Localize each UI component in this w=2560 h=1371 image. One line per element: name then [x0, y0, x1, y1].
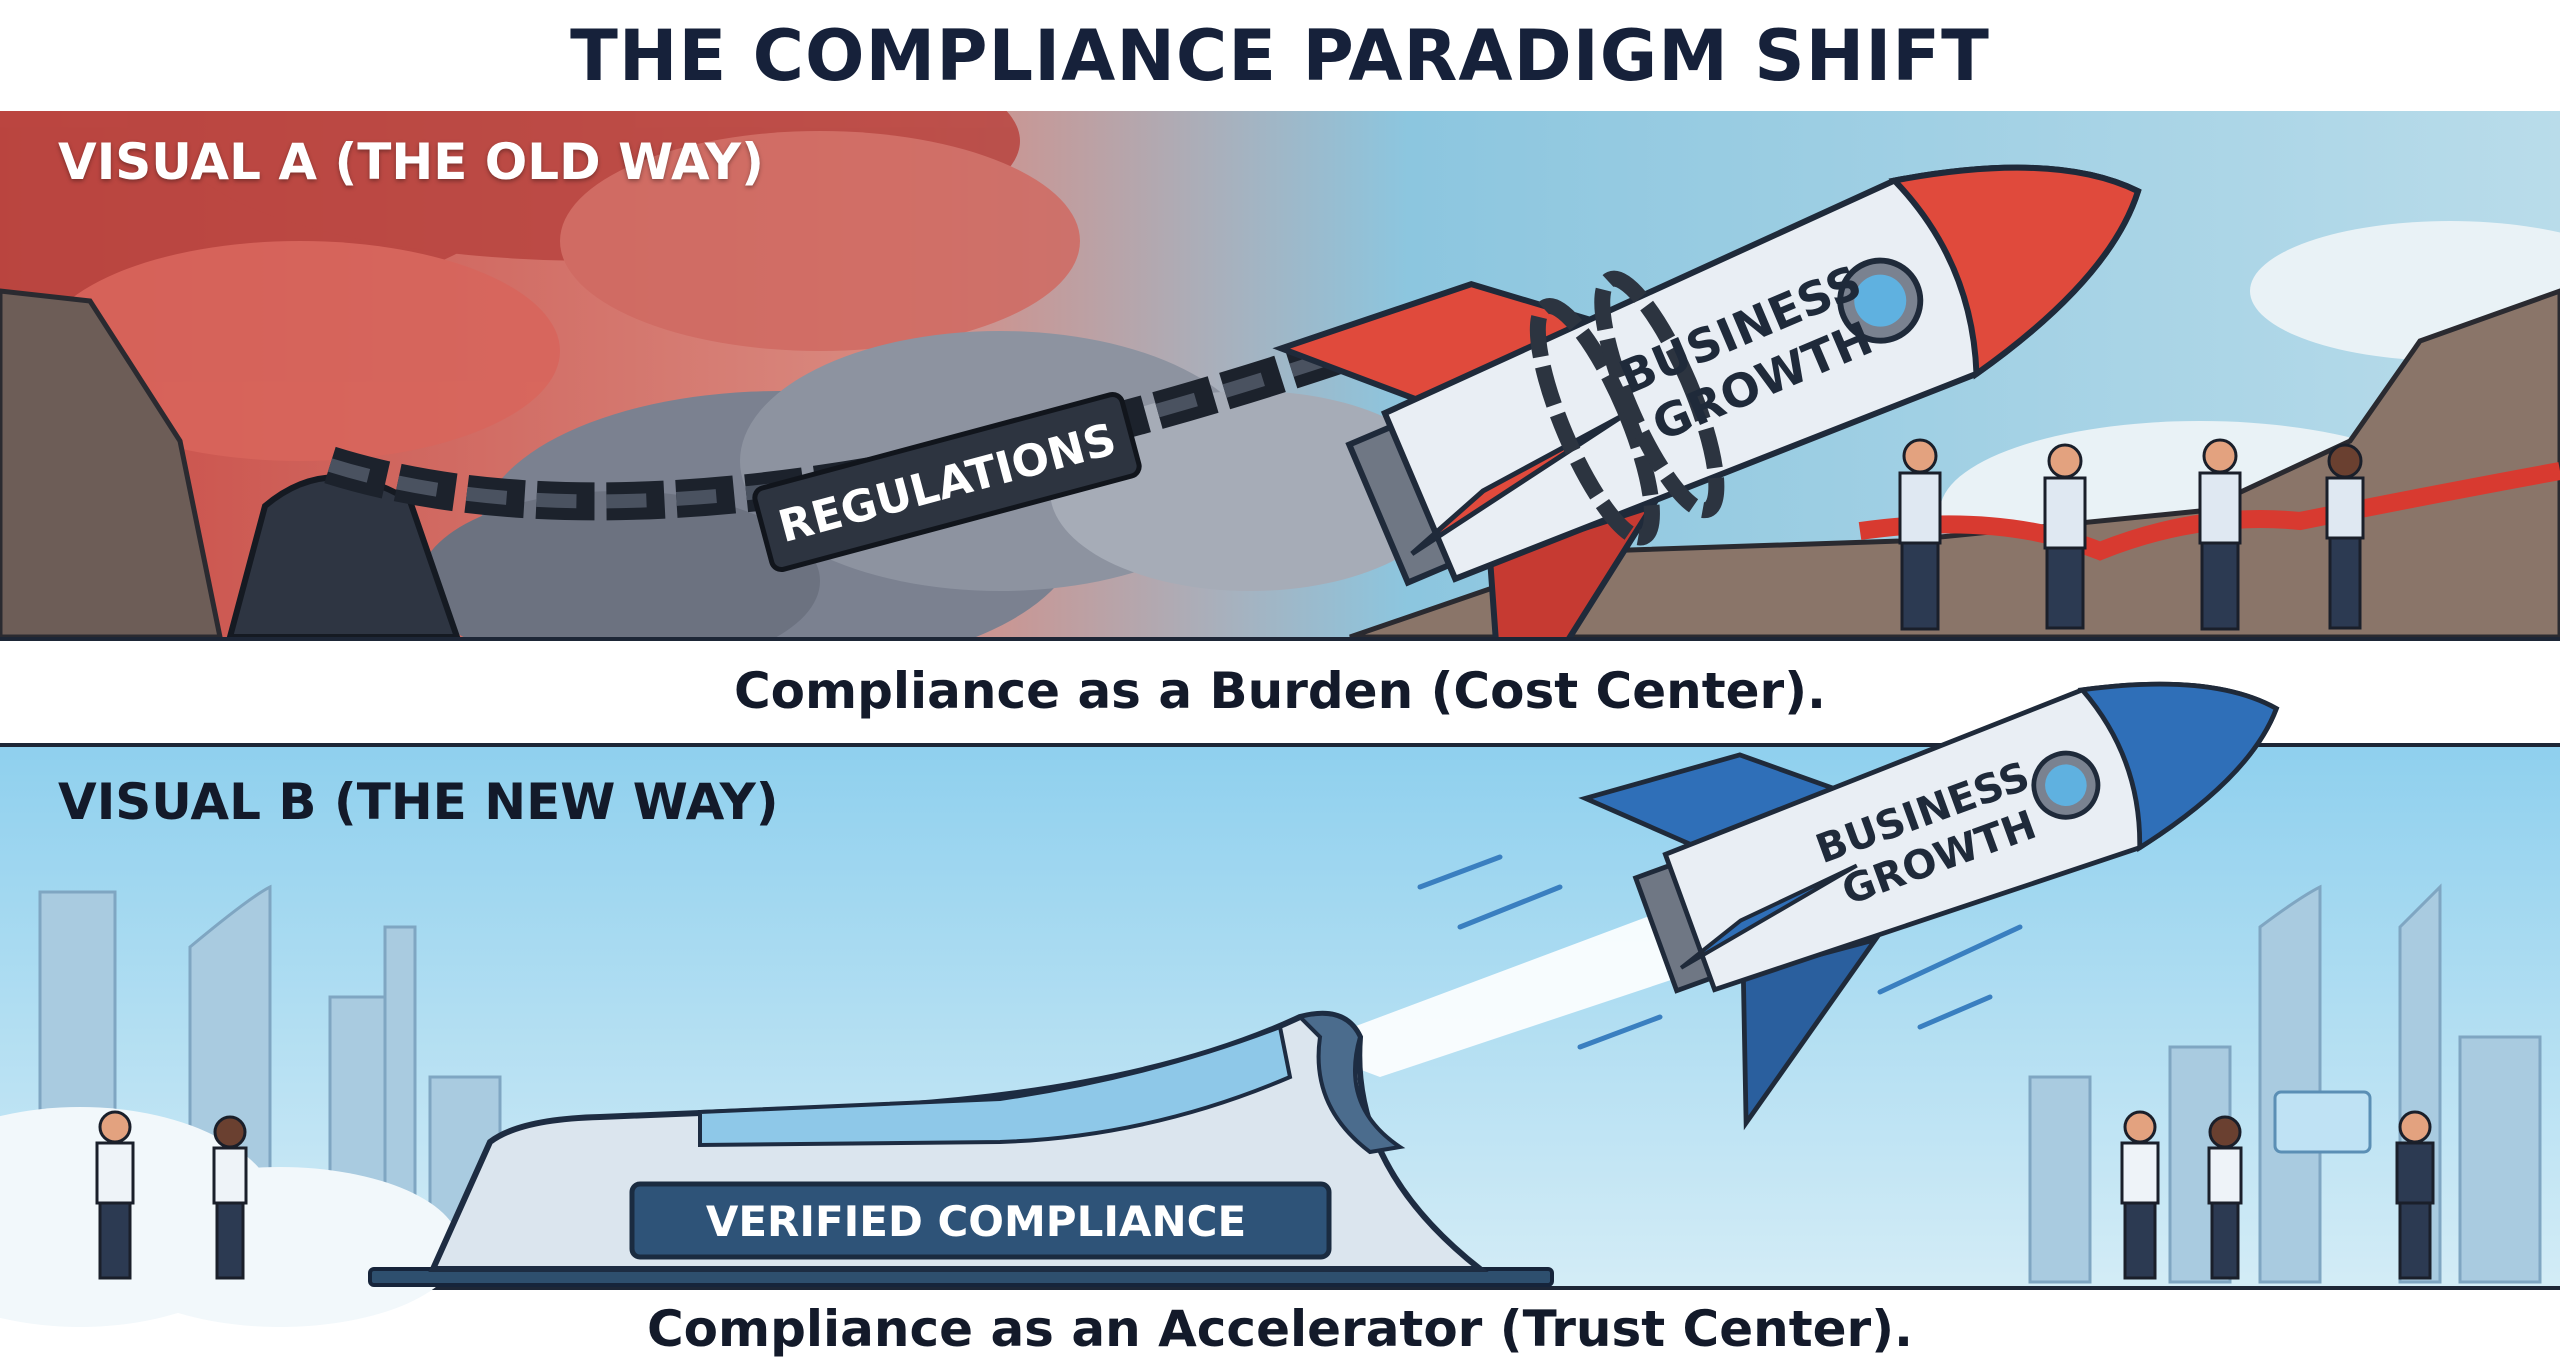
person [2043, 443, 2087, 630]
panel-a-heading: VISUAL A (THE OLD WAY) [58, 133, 764, 191]
panel-old-way: REGULATIONS BUSINESS GROWTH [0, 111, 2560, 641]
person [2198, 438, 2242, 631]
launcher-label: VERIFIED COMPLIANCE [706, 1197, 1246, 1246]
wrapping-chains [1529, 270, 1725, 546]
stressed-people [1898, 438, 2365, 631]
check-screen-icon [2273, 1090, 2372, 1154]
panel-b-caption: Compliance as an Accelerator (Trust Cent… [646, 1299, 1914, 1358]
rocky-terrain [0, 288, 2560, 637]
compliance-launcher: VERIFIED COMPLIANCE [368, 1010, 1554, 1287]
launch-beam [1300, 897, 1740, 1077]
speed-lines [1417, 854, 2023, 1050]
panel-new-way: VERIFIED COMPLIANCE BUSINESS GROWTH VISU… [0, 681, 2560, 1327]
page-title: THE COMPLIANCE PARADIGM SHIFT [570, 14, 1990, 97]
person [2395, 1110, 2435, 1280]
person [212, 1115, 248, 1280]
person [2325, 443, 2365, 630]
person [1898, 438, 1942, 631]
new-way-illustration: VERIFIED COMPLIANCE BUSINESS GROWTH [0, 681, 2560, 1327]
clouds [0, 1107, 460, 1327]
panel-a-caption: Compliance as a Burden (Cost Center). [733, 662, 1827, 720]
panel-b-heading: VISUAL B (THE NEW WAY) [58, 773, 779, 831]
verified-compliance-plate [629, 1181, 1332, 1260]
business-growth-rocket: BUSINESS GROWTH [1578, 681, 2280, 1131]
business-growth-rocket: BUSINESS GROWTH [1272, 164, 2142, 637]
person [95, 1110, 135, 1280]
person [2120, 1110, 2160, 1280]
happy-people [95, 1090, 2435, 1280]
old-way-illustration: REGULATIONS BUSINESS GROWTH [0, 111, 2560, 637]
storm-clouds [0, 111, 1080, 461]
person [2207, 1115, 2243, 1280]
